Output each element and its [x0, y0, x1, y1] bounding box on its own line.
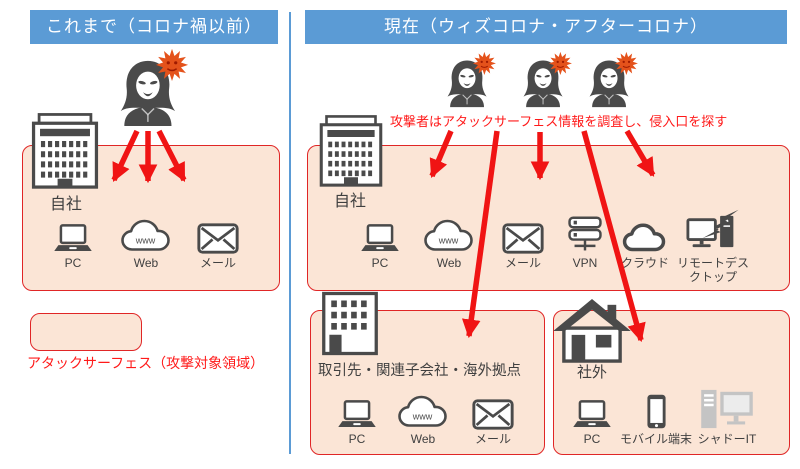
legend-label: アタックサーフェス（攻撃対象領域）: [27, 355, 265, 371]
device-remote-desktop: リモートデスクトップ: [675, 212, 751, 284]
cloud-icon: [622, 222, 668, 254]
attacker-icon: [447, 51, 497, 108]
svg-text:www: www: [411, 412, 432, 422]
remote-desktop-icon: [686, 209, 740, 254]
attacker-icon: [120, 48, 189, 126]
partner-building-icon: [320, 290, 380, 357]
attacker-icon: [589, 51, 639, 108]
office-building-icon: [28, 112, 102, 190]
legend-sample-box: [30, 313, 142, 351]
device-mail: メール: [491, 212, 555, 270]
device-web: www Web: [114, 212, 178, 270]
mail-icon: [502, 223, 544, 254]
device-shadow-it: シャドーIT: [687, 386, 767, 446]
web-cloud-icon: www: [120, 218, 173, 254]
house-icon: [553, 299, 631, 363]
device-pc: PC: [41, 212, 105, 270]
shadow-it-desktop-icon: [699, 388, 755, 430]
left-panel-header: これまで（コロナ禍以前）: [30, 10, 278, 44]
mail-icon: [472, 399, 514, 430]
svg-text:www: www: [437, 236, 458, 246]
device-web: www Web: [391, 386, 455, 446]
device-pc: PC: [560, 386, 624, 446]
right-panel-header: 現在（ウィズコロナ・アフターコロナ）: [305, 10, 787, 44]
panel-divider: [289, 12, 291, 454]
web-cloud-icon: www: [423, 218, 476, 254]
mail-icon: [197, 223, 239, 254]
device-web: www Web: [417, 212, 481, 270]
attacker-note: 攻撃者はアタックサーフェス情報を調査し、侵入口を探す: [390, 114, 728, 129]
device-cloud: クラウド: [613, 212, 677, 270]
vpn-server-icon: [565, 216, 605, 254]
laptop-icon: [53, 223, 93, 254]
outside-label: 社外: [577, 364, 608, 381]
device-mail: メール: [186, 212, 250, 270]
device-vpn: VPN: [553, 212, 617, 270]
office-building-icon: [316, 114, 386, 188]
laptop-icon: [337, 399, 377, 430]
device-mail: メール: [461, 386, 525, 446]
device-pc: PC: [325, 386, 389, 446]
web-cloud-icon: www: [397, 394, 450, 430]
attacker-icon: [523, 51, 573, 108]
device-pc: PC: [348, 212, 412, 270]
laptop-icon: [360, 223, 400, 254]
left-company-label: 自社: [50, 196, 83, 213]
device-mobile: モバイル端末: [616, 386, 696, 446]
svg-text:www: www: [134, 236, 155, 246]
partners-label: 取引先・関連子会社・海外拠点: [318, 363, 521, 379]
right-company-label: 自社: [334, 193, 367, 210]
laptop-icon: [572, 399, 612, 430]
mobile-phone-icon: [646, 393, 667, 430]
